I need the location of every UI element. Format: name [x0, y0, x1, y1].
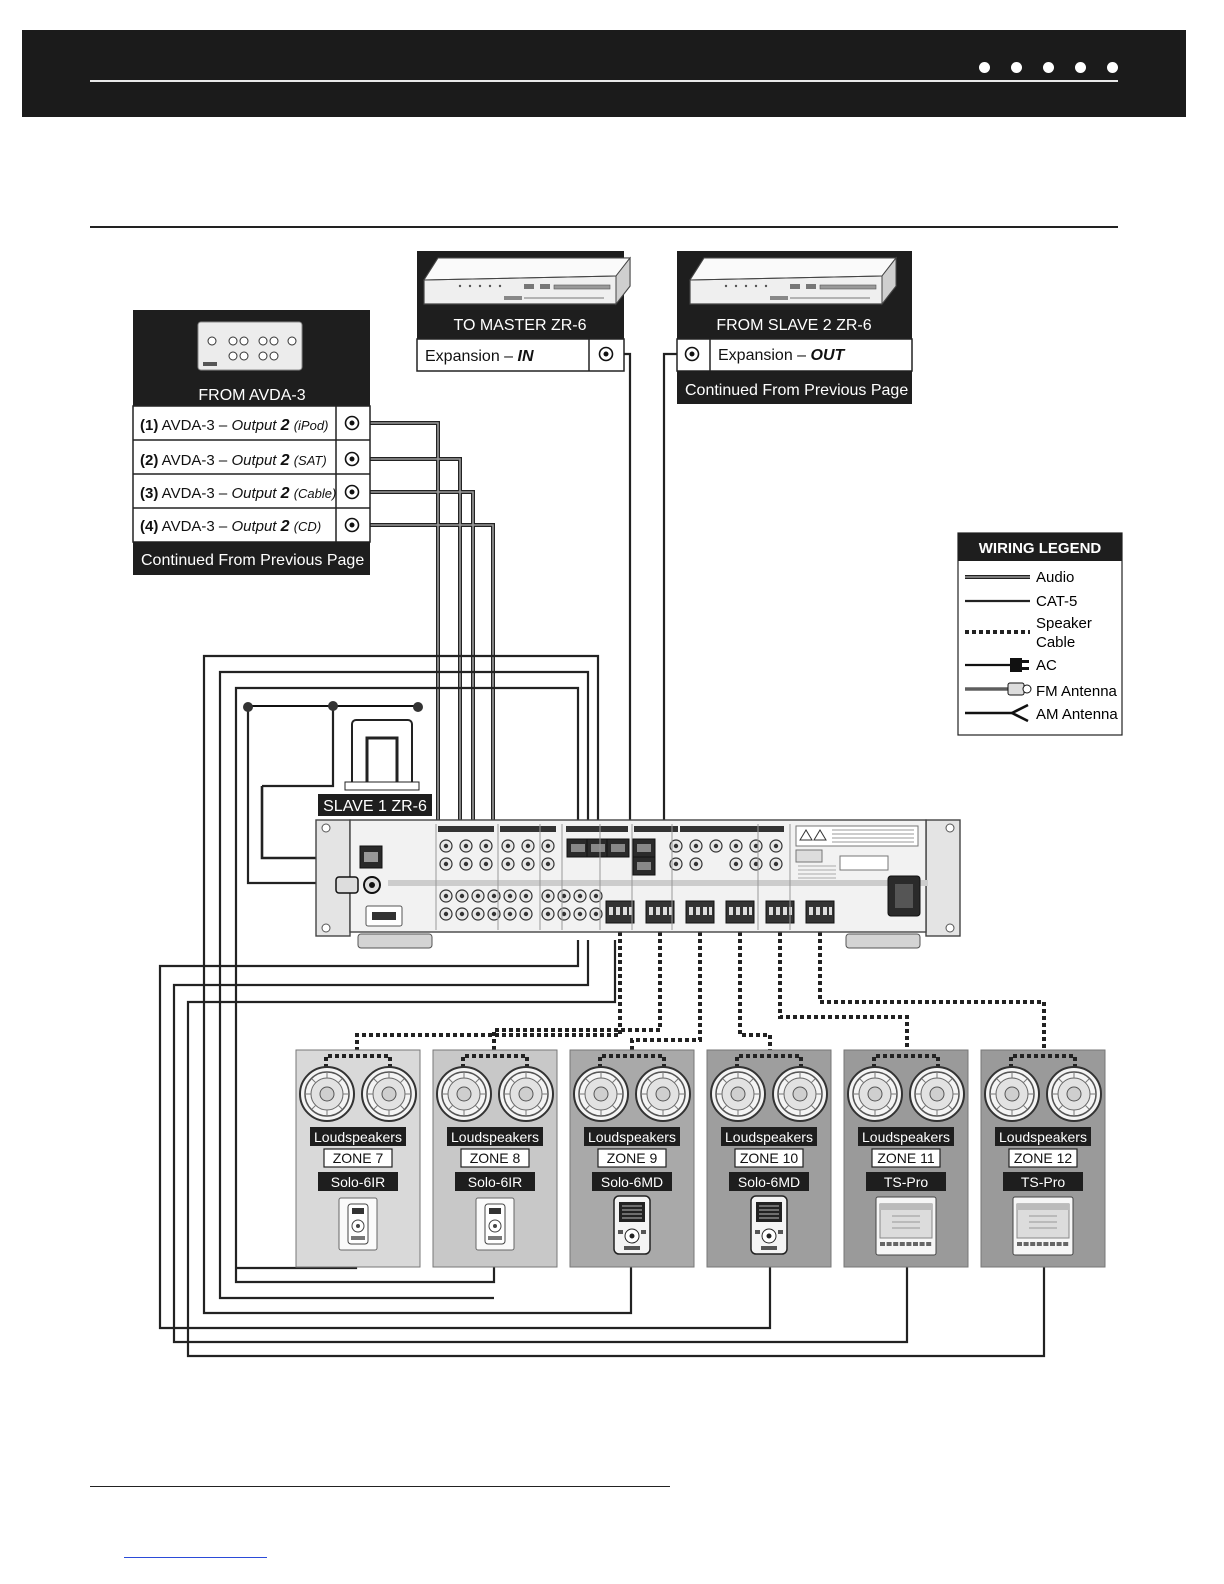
dot-icon	[1043, 62, 1054, 73]
zone-label: ZONE 8	[470, 1150, 521, 1166]
loudspeakers-label: Loudspeakers	[451, 1129, 539, 1145]
dot-icon	[979, 62, 990, 73]
legend-label-am: AM Antenna	[1036, 706, 1118, 723]
loudspeakers-label: Loudspeakers	[314, 1129, 402, 1145]
expansion-out-jack	[684, 346, 700, 362]
fm-antenna-icon	[965, 682, 1032, 696]
keypad-model-label: TS-Pro	[1021, 1174, 1066, 1190]
am-loop-antenna	[344, 719, 420, 791]
avda-footer: Continued From Previous Page	[141, 552, 364, 569]
legend-label-fm: FM Antenna	[1036, 683, 1118, 700]
keypad-model-label: TS-Pro	[884, 1174, 929, 1190]
avda-output-row: (2) AVDA-3 – Output 2 (SAT)	[140, 452, 327, 469]
footer-link-underline	[124, 1557, 267, 1558]
loudspeaker-icon	[772, 1066, 828, 1122]
am-antenna-icon	[965, 703, 1029, 723]
keypad-icon	[475, 1197, 515, 1251]
zone-label: ZONE 10	[740, 1150, 799, 1166]
loudspeaker-icon	[847, 1066, 903, 1122]
legend-label-speaker: Speaker	[1036, 615, 1092, 632]
legend-title: WIRING LEGEND	[979, 540, 1102, 557]
master-port: Expansion – IN	[425, 348, 534, 365]
loudspeaker-icon	[436, 1066, 492, 1122]
avda-output-row: (1) AVDA-3 – Output 2 (iPod)	[140, 417, 328, 434]
keypad-icon	[875, 1196, 937, 1256]
loudspeaker-icon	[635, 1066, 691, 1122]
keypad-icon	[613, 1195, 651, 1255]
avda-output-row: (3) AVDA-3 – Output 2 (Cable)	[140, 485, 336, 502]
avda-output-4-jack	[344, 517, 360, 533]
header-dots	[979, 62, 1118, 73]
loudspeaker-icon	[299, 1066, 355, 1122]
slave2-footer: Continued From Previous Page	[685, 382, 908, 399]
keypad-icon	[338, 1197, 378, 1251]
fm-antenna	[243, 701, 423, 712]
wiring-legend: WIRING LEGEND Audio CAT-5 Speaker Cable …	[957, 532, 1123, 736]
legend-label-audio: Audio	[1036, 569, 1074, 586]
expansion-in-jack	[598, 346, 614, 362]
loudspeaker-icon	[361, 1066, 417, 1122]
slave2-panel: FROM SLAVE 2 ZR-6 Expansion – OUT Contin…	[676, 251, 913, 404]
ac-plug-icon	[965, 658, 1029, 672]
loudspeaker-icon	[909, 1066, 965, 1122]
section-rule	[90, 226, 1118, 228]
avda-panel: FROM AVDA-3 (1) AVDA-3 – Output 2 (iPod)…	[132, 310, 371, 575]
dot-icon	[1075, 62, 1086, 73]
loudspeaker-icon	[1046, 1066, 1102, 1122]
keypad-icon	[1012, 1196, 1074, 1256]
slave2-zr6-device-icon	[689, 257, 897, 305]
loudspeakers-label: Loudspeakers	[862, 1129, 950, 1145]
slave1-rack: SLAVE 1 ZR-6	[315, 794, 961, 949]
avda-output-1-jack	[344, 415, 360, 431]
keypad-model-label: Solo-6IR	[331, 1174, 385, 1190]
avda-output-2-jack	[344, 451, 360, 467]
cat5-wires	[158, 352, 1046, 1358]
audio-wires	[352, 421, 495, 905]
slave2-title: FROM SLAVE 2 ZR-6	[716, 317, 871, 334]
master-panel: TO MASTER ZR-6 Expansion – IN	[416, 251, 631, 372]
zone-label: ZONE 9	[607, 1150, 658, 1166]
loudspeaker-icon	[710, 1066, 766, 1122]
keypad-model-label: Solo-6MD	[601, 1174, 663, 1190]
zone-label: ZONE 11	[877, 1150, 935, 1166]
dot-icon	[1107, 62, 1118, 73]
loudspeakers-label: Loudspeakers	[999, 1129, 1087, 1145]
slave2-port: Expansion – OUT	[718, 347, 846, 364]
keypad-model-label: Solo-6IR	[468, 1174, 522, 1190]
loudspeaker-icon	[984, 1066, 1040, 1122]
keypad-model-label: Solo-6MD	[738, 1174, 800, 1190]
avda-device-icon	[197, 321, 303, 371]
avda-output-row: (4) AVDA-3 – Output 2 (CD)	[140, 518, 321, 535]
avda-output-3-jack	[344, 484, 360, 500]
loudspeaker-icon	[498, 1066, 554, 1122]
keypad-icon	[750, 1195, 788, 1255]
legend-label-cat5: CAT-5	[1036, 593, 1077, 610]
master-title: TO MASTER ZR-6	[453, 317, 586, 334]
legend-label-ac: AC	[1036, 657, 1057, 674]
legend-label-cable: Cable	[1036, 634, 1075, 651]
loudspeakers-label: Loudspeakers	[588, 1129, 676, 1145]
loudspeaker-icon	[573, 1066, 629, 1122]
header-band	[22, 30, 1186, 117]
zone-label: ZONE 12	[1014, 1150, 1073, 1166]
slave1-title: SLAVE 1 ZR-6	[323, 798, 427, 815]
master-zr6-device-icon	[423, 257, 631, 305]
avda-title: FROM AVDA-3	[198, 387, 305, 404]
zone-label: ZONE 7	[333, 1150, 384, 1166]
footer-rule	[90, 1486, 670, 1487]
speaker-cable-wires	[355, 925, 1046, 1052]
loudspeakers-label: Loudspeakers	[725, 1129, 813, 1145]
fm-connector	[335, 876, 359, 894]
header-rule	[90, 80, 1118, 82]
dot-icon	[1011, 62, 1022, 73]
